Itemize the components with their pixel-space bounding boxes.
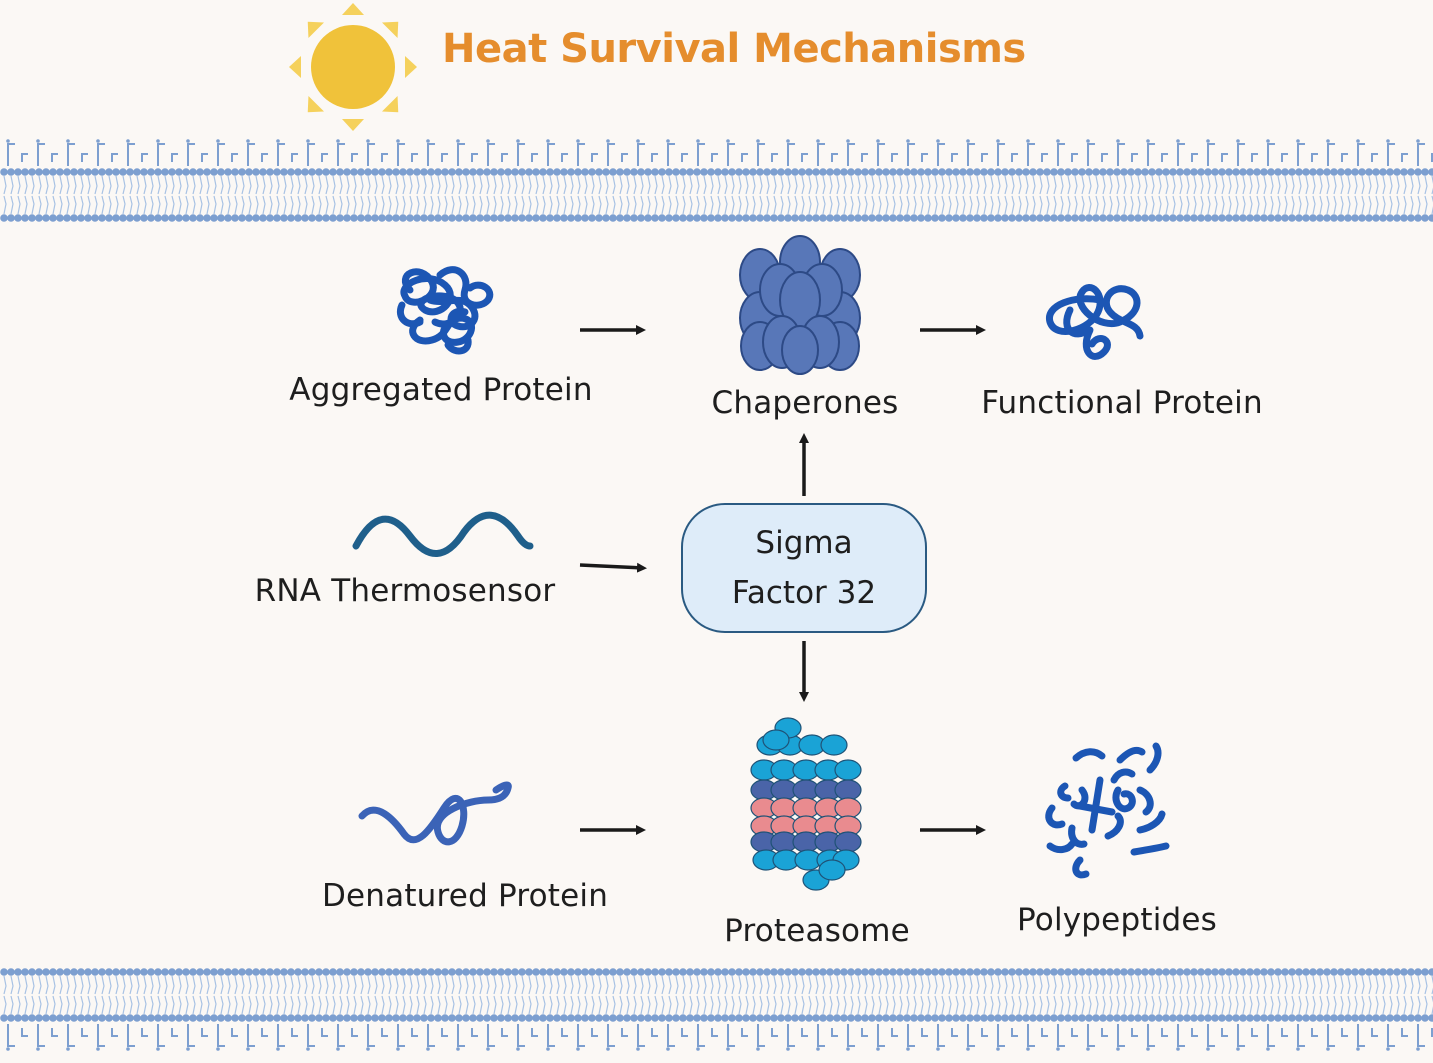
label-polypeptides: Polypeptides (1016, 902, 1218, 938)
lipid-heads (0, 168, 1433, 222)
proteasome-subunit (820, 734, 848, 756)
folded-protein-icon (1046, 284, 1144, 360)
lipid-tails (3, 175, 1433, 215)
lipid-tails (3, 975, 1433, 1015)
proteasome-subunit (834, 797, 862, 819)
sun-ray (405, 56, 417, 78)
sun-ray (342, 119, 364, 131)
proteasome-cap (818, 859, 846, 881)
proteasome-subunit (834, 831, 862, 853)
diagram-title: Heat Survival Mechanisms (442, 26, 1026, 72)
label-chaperones: Chaperones (711, 385, 899, 421)
proteasome-subunit (834, 759, 862, 781)
proteasome-icon (750, 717, 862, 891)
label-functional-protein: Functional Protein (981, 385, 1263, 421)
proteasome-cap (762, 729, 790, 751)
lipid-heads (0, 968, 1433, 1022)
rna-wave-icon (352, 511, 534, 557)
chaperone-complex-icon (739, 235, 861, 375)
sun-ray (307, 95, 325, 113)
label-denatured-protein: Denatured Protein (321, 878, 609, 914)
tangled-protein-icon (397, 266, 494, 355)
edge-arrows (579, 325, 986, 835)
sun-ray (342, 3, 364, 15)
peptide-fragments-icon (1045, 742, 1170, 879)
sun-ray (289, 56, 301, 78)
sigma-factor-node: Sigma Factor 32 (681, 503, 927, 633)
arrow-rna-to-sigma (579, 562, 647, 573)
label-proteasome: Proteasome (724, 913, 910, 949)
sun-ray (381, 21, 399, 39)
sun-ray (307, 21, 325, 39)
unfolded-protein-icon (358, 781, 512, 846)
sigma-factor-line1: Sigma (755, 525, 853, 561)
label-rna-thermosensor: RNA Thermosensor (254, 573, 556, 609)
proteasome-subunit (834, 779, 862, 801)
glycan-chains (6, 1024, 1433, 1051)
sun-icon (289, 3, 417, 131)
membrane-top (0, 139, 1433, 222)
label-aggregated-protein: Aggregated Protein (289, 372, 593, 408)
sigma-factor-line2: Factor 32 (731, 575, 877, 611)
sun-disc (311, 25, 395, 109)
glycan-chains (6, 139, 1433, 166)
membrane-bottom (0, 968, 1433, 1051)
sun-ray (381, 95, 399, 113)
